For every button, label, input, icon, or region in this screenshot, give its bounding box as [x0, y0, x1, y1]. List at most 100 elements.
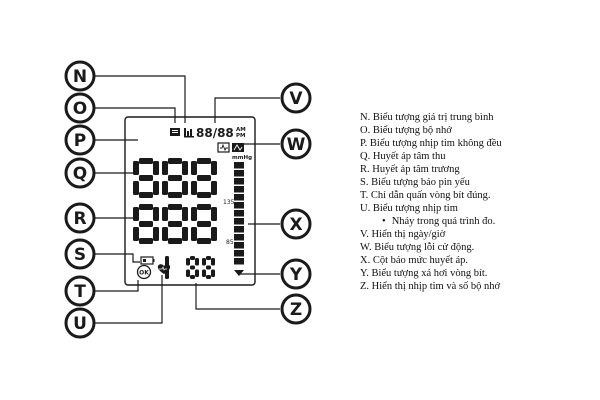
- callout-q: Q: [64, 157, 96, 189]
- ok-label: OK: [139, 270, 149, 277]
- digit-segment: [182, 161, 188, 175]
- digit-segment: [202, 269, 206, 277]
- digit-segment: [195, 258, 199, 266]
- deflate-arrow-icon: [234, 270, 244, 276]
- digit-segment: [139, 221, 153, 227]
- callout-letter: R: [73, 209, 86, 229]
- legend-item: Q. Huyết áp tâm thu: [360, 151, 446, 162]
- digit-segment: [211, 161, 217, 175]
- callout-letter: O: [73, 99, 87, 119]
- legend-item: W. Biểu tượng lỗi cử động.: [360, 242, 475, 253]
- callout-letter: Q: [73, 164, 87, 184]
- callout-o: O: [64, 92, 96, 124]
- digit-segment: [197, 221, 211, 227]
- callout-u: U: [64, 307, 96, 339]
- callout-p: P: [64, 124, 96, 156]
- bar-segment: [234, 202, 244, 209]
- digit-segment: [197, 238, 211, 244]
- bar-segment: [234, 162, 244, 169]
- digit-segment: [133, 161, 139, 175]
- pressure-level-bar: [234, 162, 244, 265]
- digit-segment: [168, 238, 182, 244]
- legend-subitem: Nháy trong quá trình đo.: [360, 215, 596, 228]
- bar-segment: [234, 194, 244, 201]
- irregular-heartbeat-icon: [217, 142, 230, 153]
- callout-letter: Y: [289, 265, 303, 285]
- average-bars-icon: [184, 128, 194, 138]
- legend-item: U. Biểu tượng nhịp tim: [360, 203, 458, 214]
- digit-segment: [195, 269, 199, 277]
- legend-item: T. Chỉ dẫn quấn vòng bít đúng.: [360, 190, 491, 201]
- digit-segment: [190, 256, 195, 260]
- digit-segment: [197, 158, 211, 164]
- digit-segment: [168, 175, 182, 181]
- digit-segment: [190, 265, 195, 270]
- bar-segment: [234, 226, 244, 233]
- digit-segment: [191, 207, 197, 221]
- bar-segment: [234, 242, 244, 249]
- digit-segment: [202, 258, 206, 266]
- legend-item: Y. Biểu tượng xả hơi vòng bít.: [360, 268, 488, 279]
- digit-segment: [206, 256, 211, 260]
- date-display: 88/88: [196, 126, 234, 140]
- bar-segment: [234, 218, 244, 225]
- digit-segment: [168, 221, 182, 227]
- callout-letter: S: [74, 245, 86, 265]
- legend-item: N. Biểu tượng giá trị trung bình: [360, 112, 494, 123]
- bar-segment: [234, 250, 244, 257]
- pm-label: PM: [236, 133, 246, 139]
- digit-segment: [206, 265, 211, 270]
- heart-icon: [157, 264, 171, 274]
- digit-segment: [139, 238, 153, 244]
- callout-letter: W: [287, 135, 306, 155]
- digit-segment: [133, 181, 139, 195]
- callout-n: N: [64, 60, 96, 92]
- digit-segment: [139, 192, 153, 198]
- digit-segment: [168, 204, 182, 210]
- legend-item: Z. Hiển thị nhịp tim và số bộ nhớ: [360, 281, 501, 292]
- callout-letter: N: [73, 67, 87, 87]
- bar-segment: [234, 178, 244, 185]
- callout-letter: X: [289, 215, 302, 235]
- callout-v: V: [280, 82, 312, 114]
- callout-letter: U: [73, 314, 87, 334]
- digit-segment: [162, 181, 168, 195]
- bar-segment: [234, 186, 244, 193]
- digit-segment: [191, 227, 197, 241]
- digit-segment: [211, 269, 215, 277]
- digit-segment: [211, 258, 215, 266]
- callout-letter: T: [74, 282, 86, 302]
- digit-segment: [168, 192, 182, 198]
- digit-segment: [211, 227, 217, 241]
- leader-lines: [95, 75, 280, 324]
- callout-s: S: [64, 238, 96, 270]
- digit-segment: [153, 207, 159, 221]
- digit-segment: [139, 158, 153, 164]
- digit-segment: [206, 275, 211, 279]
- digit-segment: [139, 204, 153, 210]
- unit-label: mmHg: [232, 155, 252, 161]
- legend-item: X. Cột báo mức huyết áp.: [360, 255, 469, 266]
- bar-segment: [234, 234, 244, 241]
- lcd-frame: [124, 116, 256, 286]
- digit-segment: [197, 192, 211, 198]
- digit-segment: [162, 207, 168, 221]
- callout-y: Y: [280, 258, 312, 290]
- systolic-display: [133, 158, 217, 198]
- digit-segment: [211, 207, 217, 221]
- diastolic-display: [133, 204, 217, 244]
- legend-item: S. Biểu tượng báo pin yếu: [360, 177, 470, 188]
- digit-segment: [162, 227, 168, 241]
- digit-segment: [139, 175, 153, 181]
- digit-segment: [211, 181, 217, 195]
- pulse-display: [165, 256, 215, 279]
- cuff-ok-icon: OK: [136, 264, 152, 280]
- digit-segment: [191, 181, 197, 195]
- digit-segment: [153, 181, 159, 195]
- bar-segment: [234, 210, 244, 217]
- digit-segment: [153, 227, 159, 241]
- callout-letter: Z: [290, 300, 302, 320]
- digit-segment: [168, 158, 182, 164]
